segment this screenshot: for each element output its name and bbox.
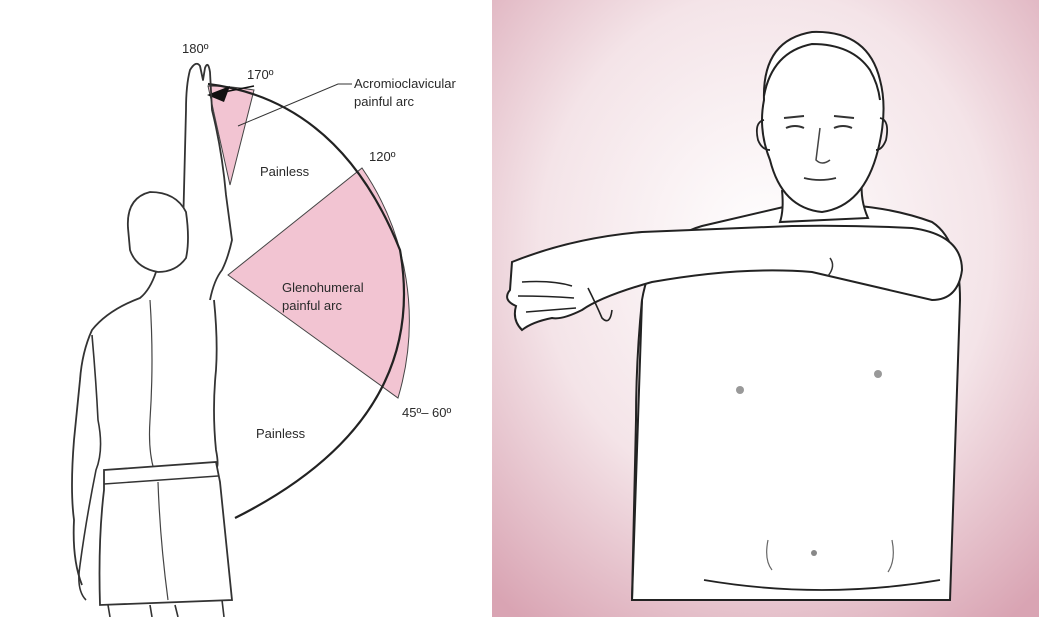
hanging-arm-outline: [79, 335, 101, 600]
painless-upper-label: Painless: [260, 164, 310, 179]
acromioclavicular-label-line2: painful arc: [354, 94, 414, 109]
left-nipple: [736, 386, 744, 394]
angle-45-60-label: 45º– 60º: [402, 405, 452, 420]
angle-120-label: 120º: [369, 149, 396, 164]
angle-170-label: 170º: [247, 67, 274, 82]
figure-head-outline: [128, 192, 188, 272]
painful-arc-diagram: 180º 170º Acromioclavicular painful arc …: [0, 0, 492, 617]
acromioclavicular-label-line1: Acromioclavicular: [354, 76, 457, 91]
figure-right-side: [214, 300, 218, 470]
cross-body-illustration: [492, 0, 1039, 617]
right-nipple: [874, 370, 882, 378]
glenohumeral-label-line2: painful arc: [282, 298, 342, 313]
angle-180-label: 180º: [182, 41, 209, 56]
painless-lower-label: Painless: [256, 426, 306, 441]
glenohumeral-label-line1: Glenohumeral: [282, 280, 364, 295]
cross-body-svg: [492, 0, 1039, 617]
painful-arc-svg: 180º 170º Acromioclavicular painful arc …: [0, 0, 492, 617]
navel: [811, 550, 817, 556]
acromioclavicular-arc-sector: [208, 86, 254, 185]
spine-line: [150, 300, 155, 470]
acromio-leader-line: [238, 84, 352, 126]
